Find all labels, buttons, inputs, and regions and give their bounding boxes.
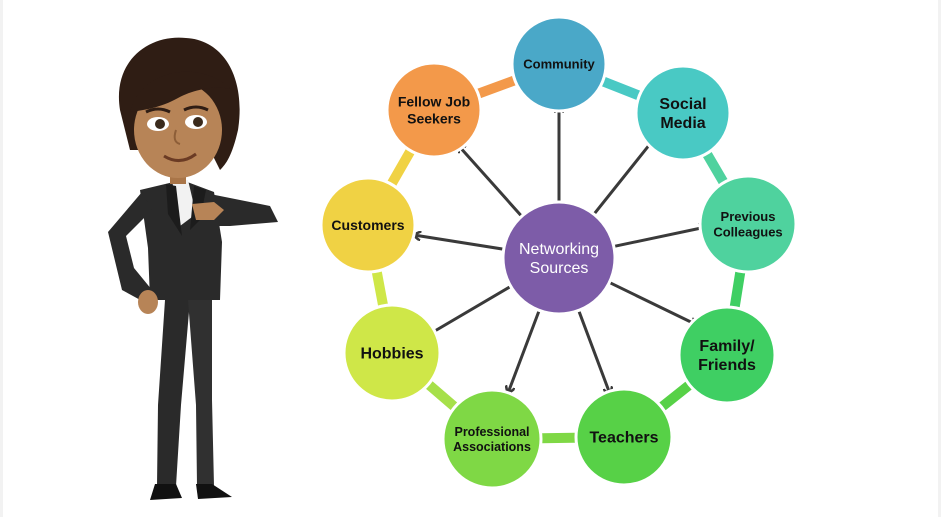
left-arm	[108, 192, 152, 302]
node-circle	[510, 15, 608, 113]
right-border	[938, 0, 941, 517]
pointing-hand	[192, 202, 224, 220]
left-leg	[157, 300, 190, 486]
right-leg	[188, 300, 214, 486]
node-label-line-1: Teachers	[589, 430, 658, 447]
node-circle	[319, 176, 417, 274]
right-arm	[202, 194, 278, 226]
node-circle	[634, 64, 732, 162]
node-circle	[574, 387, 674, 487]
arrow-to-hobbies	[428, 281, 518, 335]
right-pupil	[193, 117, 203, 127]
node-label-line-1: Hobbies	[360, 346, 423, 363]
left-pupil	[155, 119, 165, 129]
right-brow	[183, 105, 209, 112]
node-circle	[342, 303, 442, 403]
left-brow	[145, 107, 171, 114]
node-community: Community	[510, 15, 608, 113]
node-label-line-1: Fellow Job	[398, 94, 470, 110]
node-circle	[677, 305, 777, 405]
left-hand	[138, 290, 158, 314]
node-circle	[385, 61, 483, 159]
node-label-line-2: Colleagues	[713, 224, 782, 239]
mouth	[163, 152, 197, 162]
node-label-line-2: Media	[660, 115, 705, 132]
node-family-friends: Family/Friends	[677, 305, 777, 405]
node-label-line-1: Professional	[454, 425, 529, 439]
center-label-line-2: Sources	[530, 260, 589, 277]
center-label-line-1: Networking	[519, 241, 599, 258]
node-label-line-1: Customers	[331, 217, 404, 233]
left-shoe	[150, 484, 182, 500]
node-label-line-1: Previous	[721, 209, 776, 224]
right-shoe	[196, 484, 232, 499]
arrow-to-customers	[414, 235, 512, 252]
arrow-to-fellow-job-seekers	[458, 145, 528, 223]
node-label-line-1: Family/	[699, 338, 755, 355]
arrow-to-social-media	[588, 139, 654, 221]
nose	[173, 129, 181, 145]
node-customers: Customers	[319, 176, 417, 274]
node-label-line-2: Friends	[698, 357, 756, 374]
left-lapel	[166, 184, 182, 236]
node-hobbies: Hobbies	[342, 303, 442, 403]
node-label-line-1: Social	[659, 96, 706, 113]
arrow-to-teachers	[575, 303, 610, 394]
center-circle	[501, 200, 617, 316]
node-teachers: Teachers	[574, 387, 674, 487]
node-label-line-2: Associations	[453, 440, 531, 454]
node-label-line-1: Community	[523, 57, 595, 72]
outer-nodes: CommunitySocialMediaPreviousColleaguesFa…	[319, 15, 798, 490]
arrow-to-professional-associations	[508, 303, 543, 393]
node-circle	[441, 388, 543, 490]
node-circle	[698, 174, 798, 274]
bangs	[130, 71, 232, 112]
arrow-to-previous-colleagues	[606, 227, 706, 250]
node-label-line-2: Seekers	[407, 110, 461, 126]
arrow-to-family-friends	[602, 278, 697, 325]
arrows	[414, 106, 706, 394]
left-border	[0, 0, 3, 517]
